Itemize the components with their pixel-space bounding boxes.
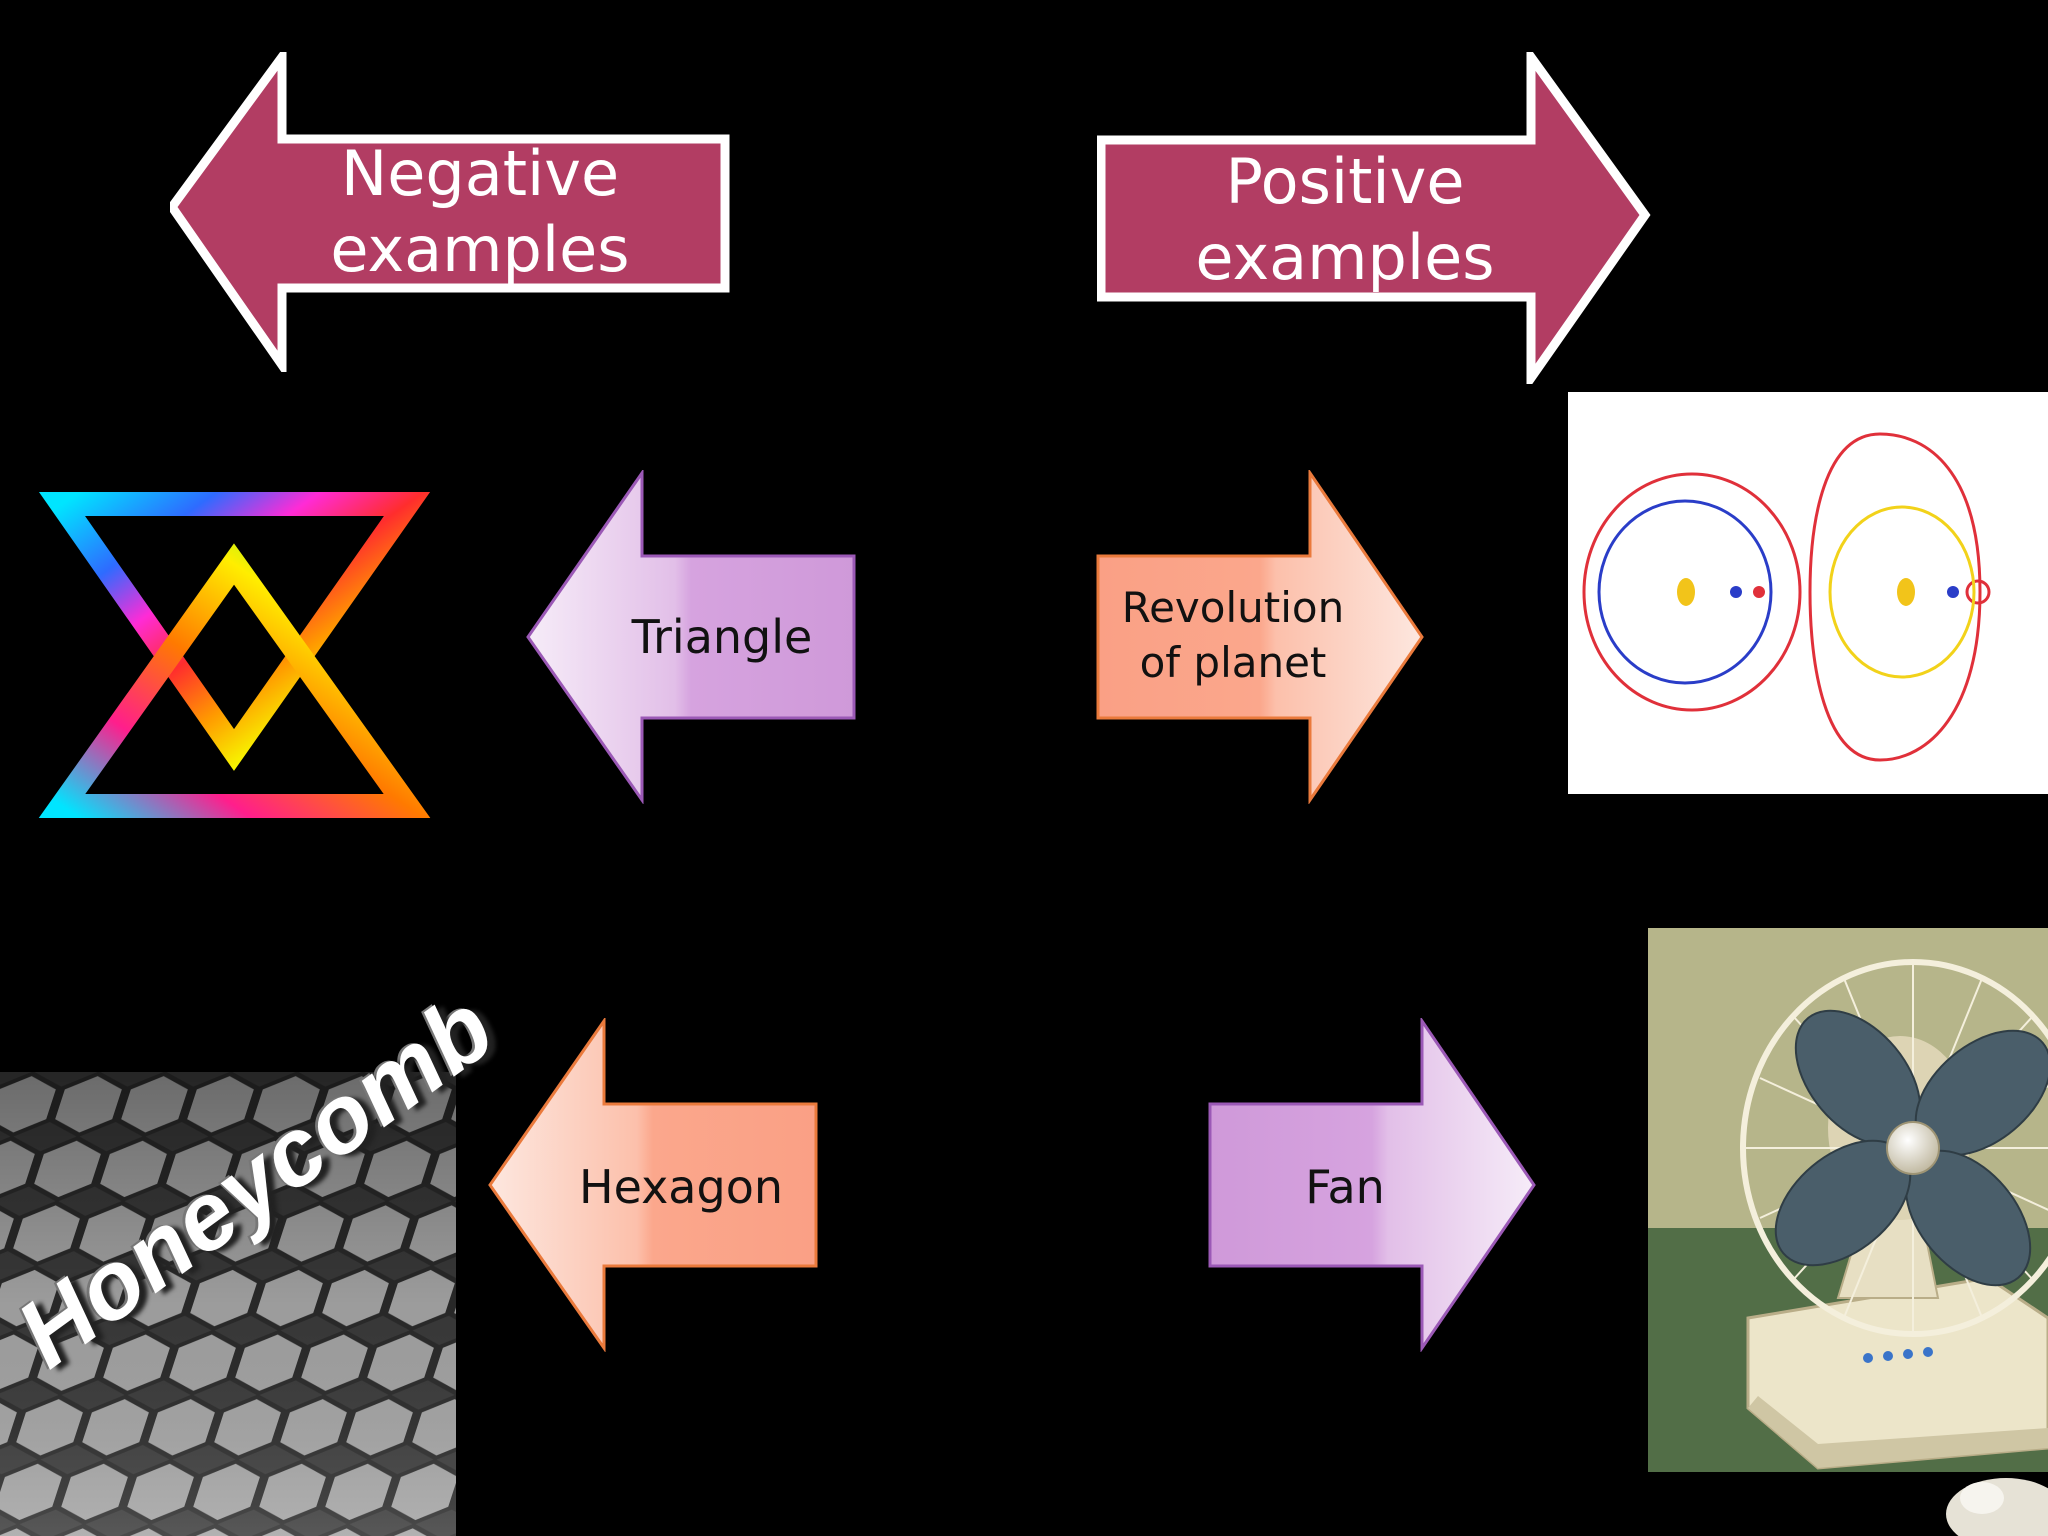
- orbit-diagram-image: [1568, 392, 2048, 794]
- triangle-label: Triangle: [631, 609, 813, 664]
- negative-header-label: Negative examples: [330, 137, 630, 286]
- negative-header-arrow: [170, 52, 730, 372]
- fan-arrow: [1208, 1018, 1536, 1352]
- honeycomb-image: [0, 1072, 456, 1536]
- fan-image: [1648, 928, 2048, 1472]
- positive-header-label: Positive examples: [1195, 145, 1495, 294]
- rainbow-triangle-image: [0, 388, 466, 904]
- corner-object: [1946, 1478, 2048, 1536]
- revolution-arrow: [1096, 470, 1424, 804]
- revolution-label: Revolution of planet: [1121, 583, 1345, 687]
- hexagon-label: Hexagon: [579, 1159, 783, 1214]
- hexagon-arrow: [488, 1018, 818, 1352]
- positive-header-arrow: [1097, 52, 1651, 384]
- fan-label: Fan: [1305, 1159, 1385, 1214]
- triangle-arrow: [526, 470, 856, 804]
